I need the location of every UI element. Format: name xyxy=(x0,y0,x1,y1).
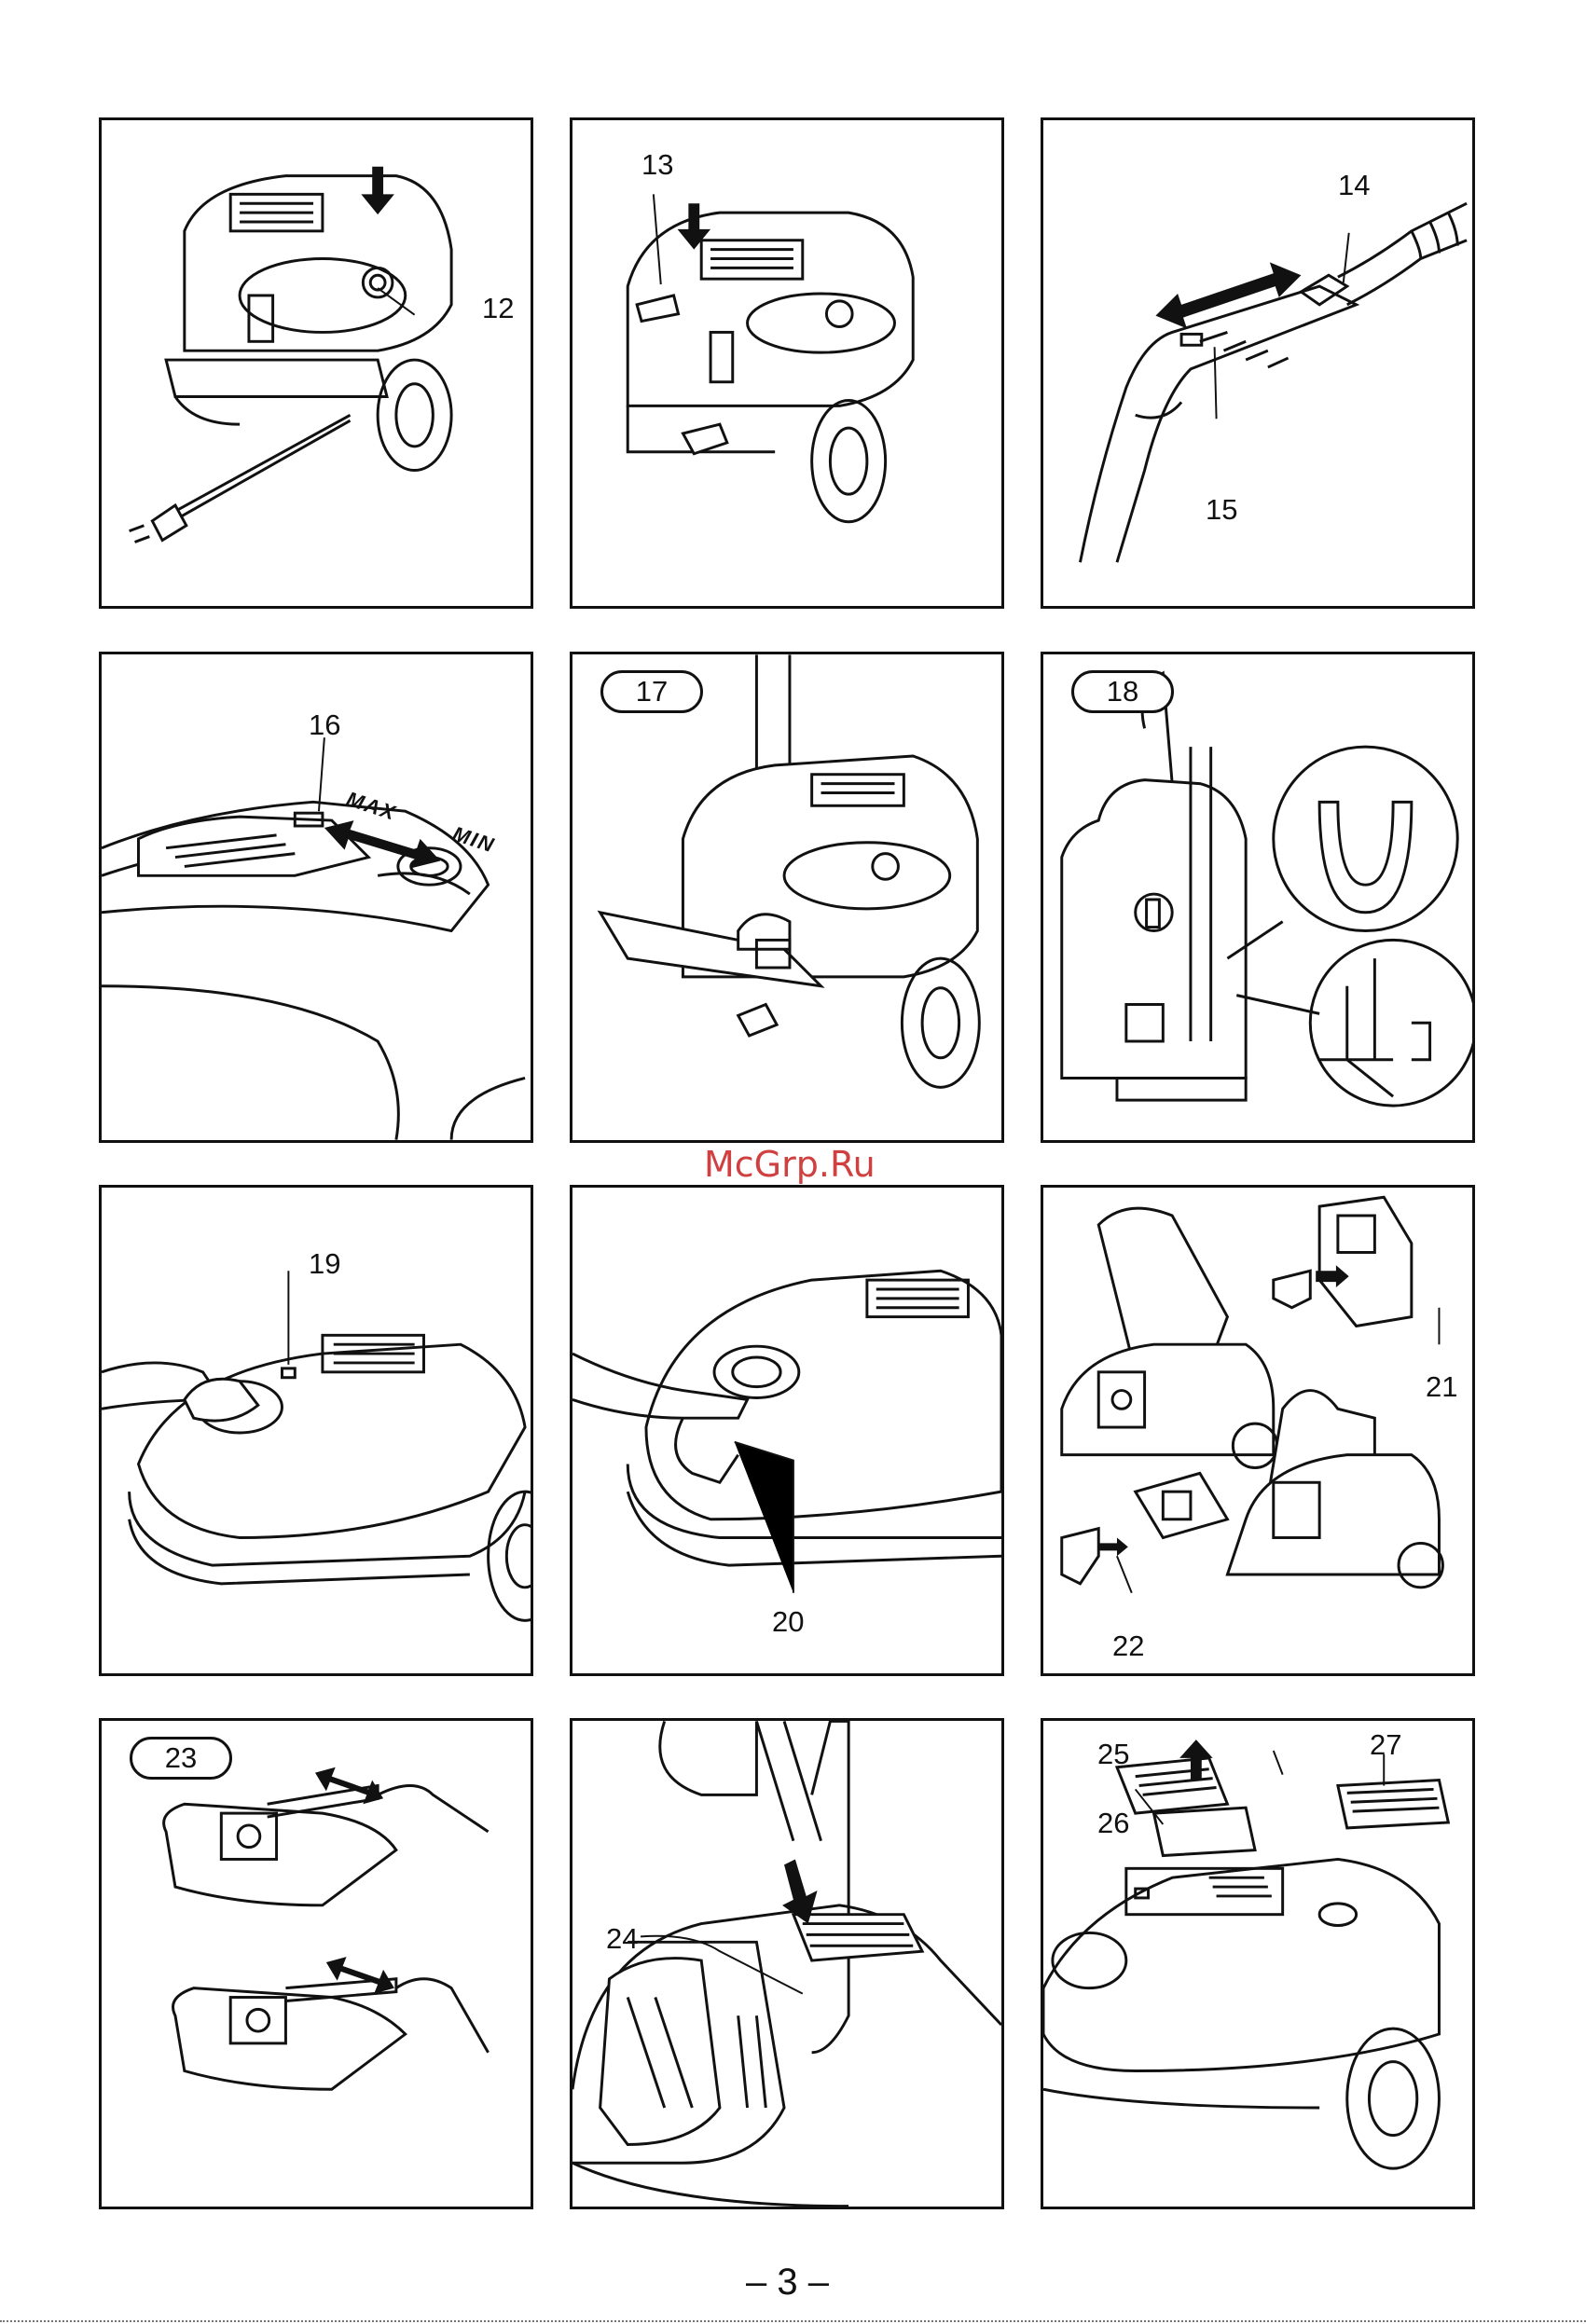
callout-21: 21 xyxy=(1426,1372,1457,1401)
callout-24: 24 xyxy=(606,1924,638,1953)
figure-panel-11: 24 xyxy=(570,1718,1004,2209)
figure-panel-12: 25 26 27 xyxy=(1041,1718,1475,2209)
figure-panel-3: 14 15 xyxy=(1041,117,1475,609)
figure-badge-23: 23 xyxy=(130,1737,232,1780)
figure-panel-10: 23 xyxy=(99,1718,533,2209)
callout-12: 12 xyxy=(482,294,514,323)
illustration-bag-holder-removal xyxy=(1043,1188,1472,1673)
figure-badge-18: 18 xyxy=(1071,670,1174,713)
illustration-cord-rewind xyxy=(102,120,531,606)
illustration-tube-parking xyxy=(572,654,1001,1140)
page-number: – 3 – xyxy=(746,2262,829,2303)
callout-20: 20 xyxy=(772,1607,804,1636)
callout-25: 25 xyxy=(1097,1740,1129,1768)
illustration-motor-filter-grid xyxy=(572,1721,1001,2207)
figure-panel-2: 13 xyxy=(570,117,1004,609)
bottom-rule xyxy=(0,2320,1586,2324)
figure-panel-1: 12 xyxy=(99,117,533,609)
figure-panel-4: 16 MAX MIN xyxy=(99,652,533,1143)
callout-22: 22 xyxy=(1112,1631,1144,1660)
figure-badge-17: 17 xyxy=(600,670,703,713)
illustration-power-switch xyxy=(572,120,1001,606)
figure-panel-8: 20 xyxy=(570,1185,1004,1676)
figure-panel-9: 21 22 xyxy=(1041,1185,1475,1676)
callout-16: 16 xyxy=(309,710,340,739)
callout-27: 27 xyxy=(1370,1730,1401,1759)
callout-26: 26 xyxy=(1097,1808,1129,1837)
callout-19: 19 xyxy=(309,1249,340,1278)
watermark-text: McGrp.Ru xyxy=(704,1144,876,1185)
illustration-hose-suction-control xyxy=(1043,120,1472,606)
illustration-vertical-storage xyxy=(1043,654,1472,1140)
callout-14: 14 xyxy=(1338,171,1370,199)
figure-panel-5: 17 xyxy=(570,652,1004,1143)
illustration-exhaust-filter xyxy=(1043,1721,1472,2207)
illustration-dust-bag-seal xyxy=(102,1721,531,2207)
callout-15: 15 xyxy=(1206,495,1237,524)
illustration-open-cover xyxy=(572,1188,1001,1673)
figure-panel-6: 18 xyxy=(1041,652,1475,1143)
callout-13: 13 xyxy=(641,150,673,179)
figure-panel-7: 19 xyxy=(99,1185,533,1676)
